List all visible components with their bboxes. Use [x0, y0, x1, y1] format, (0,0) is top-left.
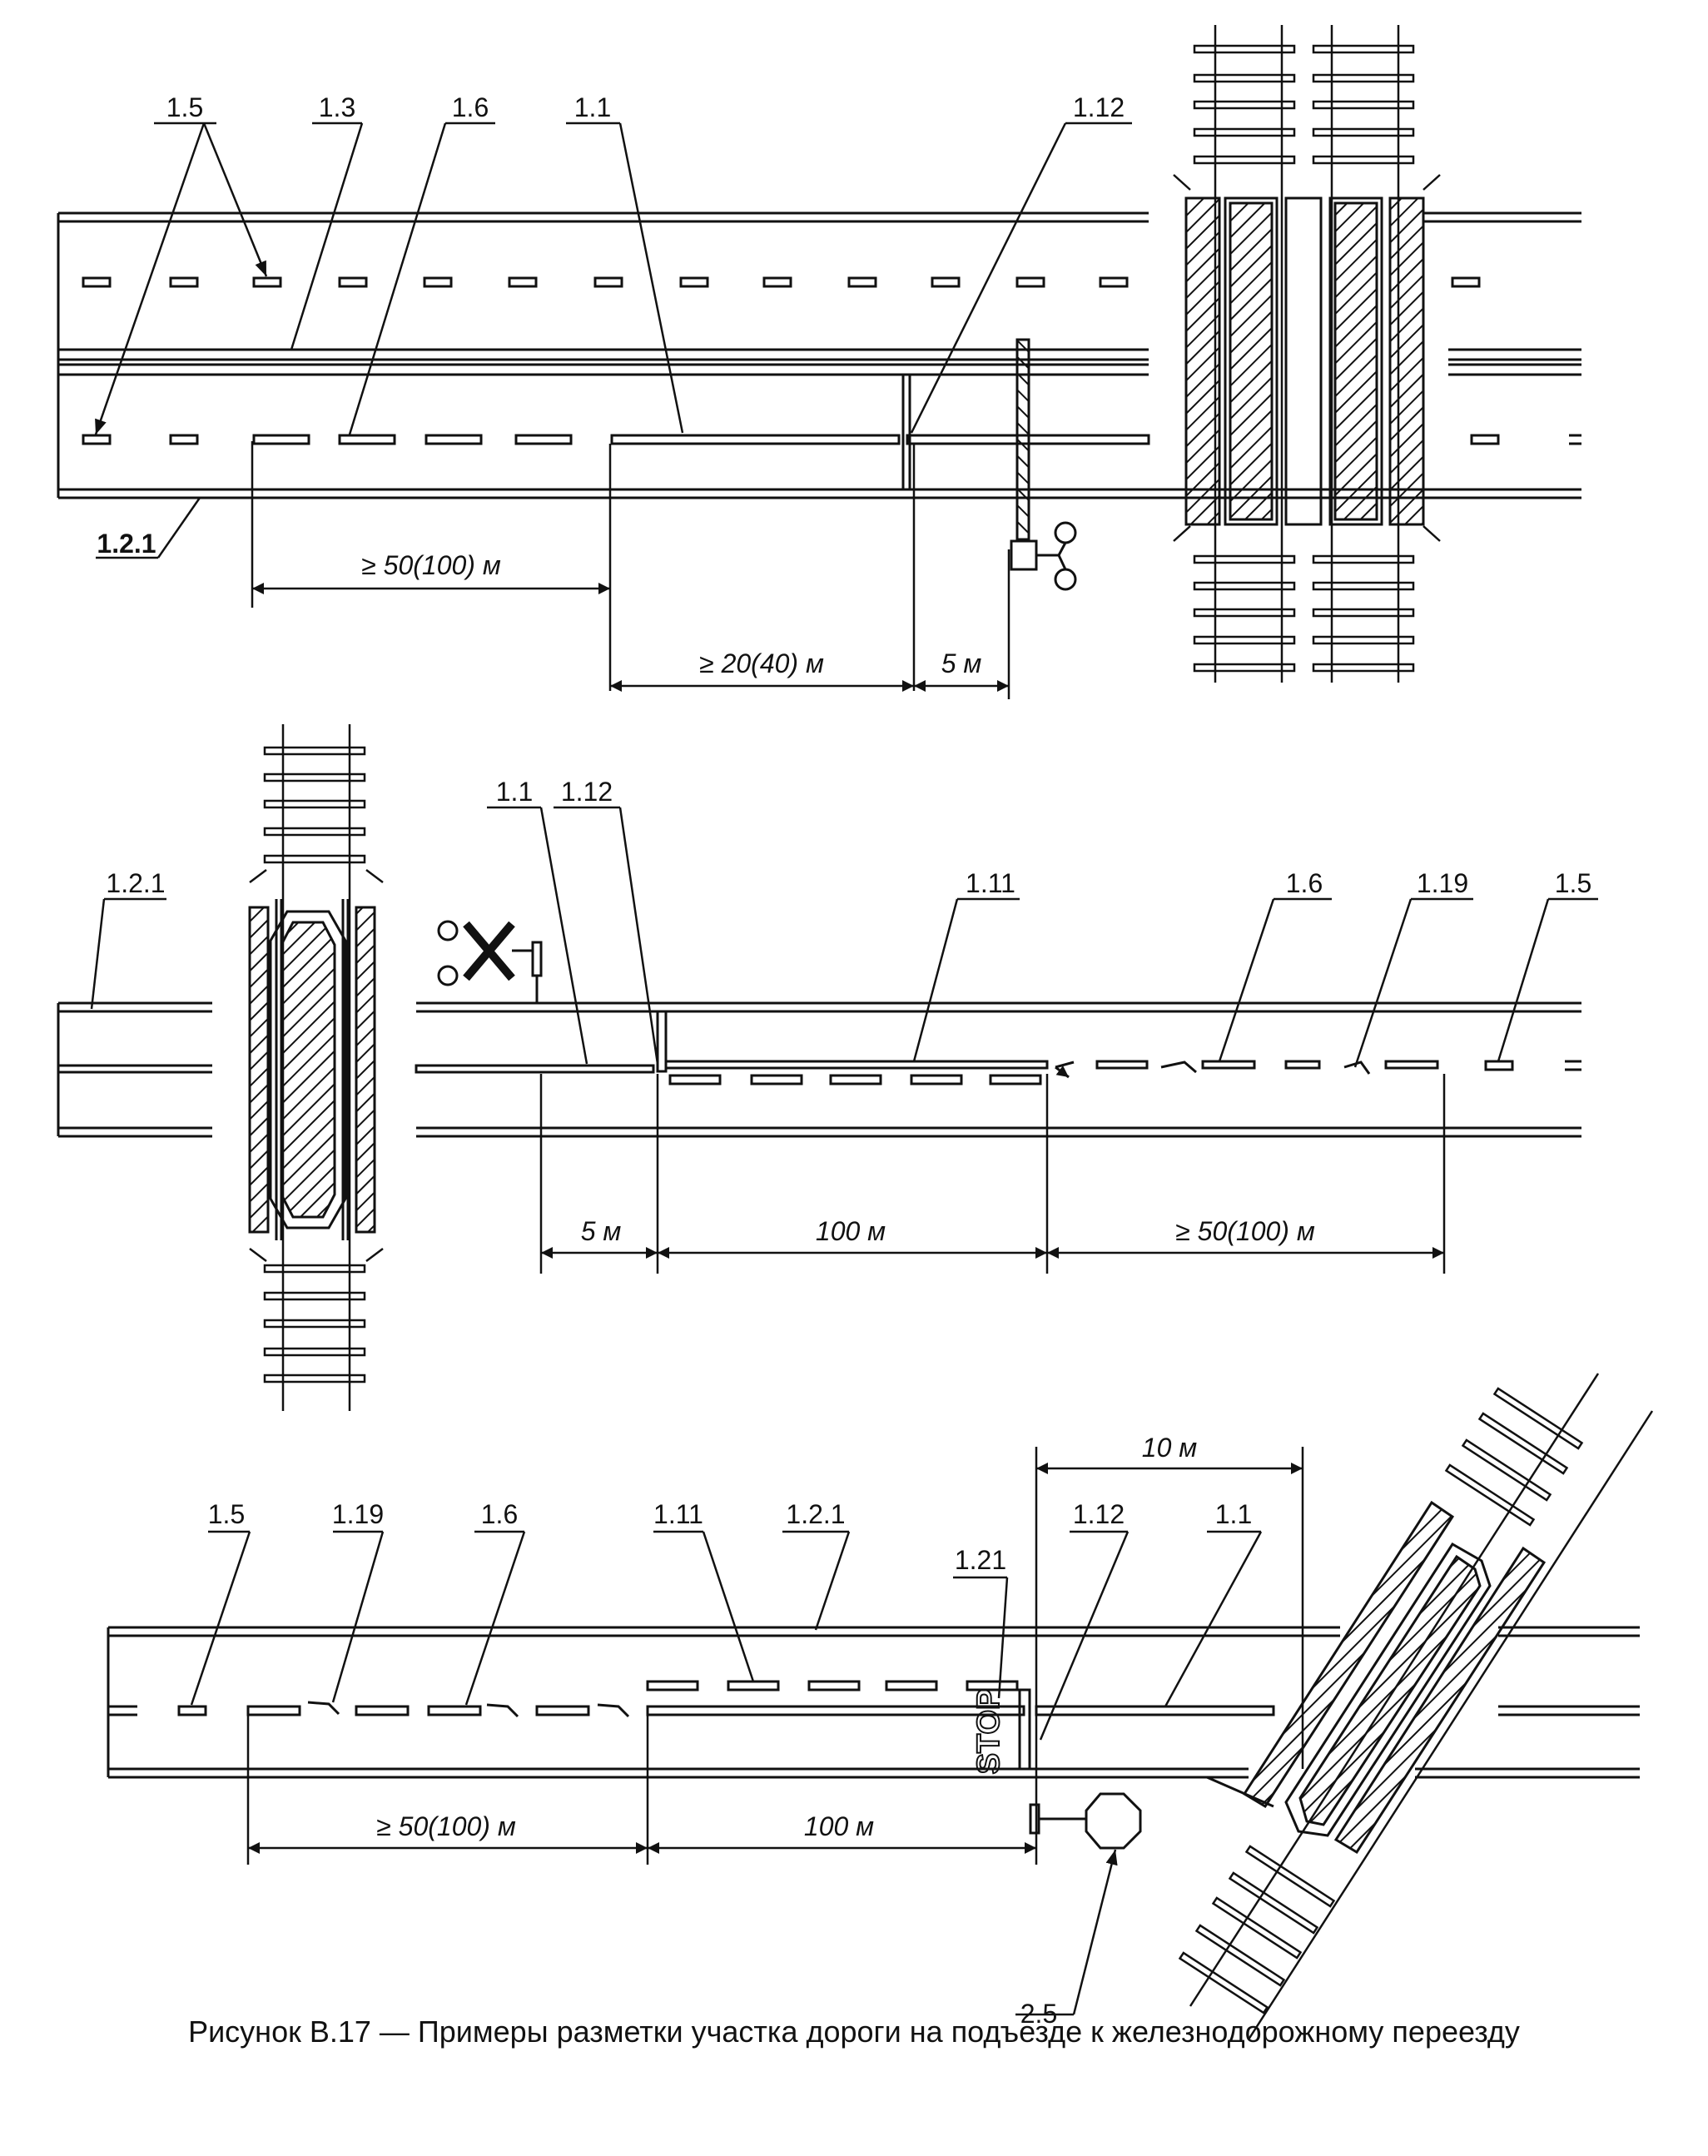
- label-1-19: 1.19: [332, 1499, 384, 1529]
- rail-track-icon: [1178, 1373, 1654, 2040]
- label-1-21: 1.21: [955, 1545, 1006, 1575]
- upper-lane-dashes: [82, 276, 1481, 288]
- label-1-1: 1.1: [1215, 1499, 1252, 1529]
- crossing-sign-icon: [437, 920, 543, 1003]
- dim-20-40: ≥ 20(40) м: [699, 648, 824, 678]
- barrier-gate-icon: [1010, 338, 1077, 591]
- dim-100m: 100 м: [804, 1811, 874, 1841]
- road-edges: [57, 211, 1581, 499]
- dim-100m: 100 м: [816, 1216, 886, 1246]
- label-1-12: 1.12: [1073, 92, 1125, 122]
- label-1-6: 1.6: [1286, 868, 1323, 898]
- center-markings-2: [415, 1010, 1581, 1084]
- dim-5m: 5 м: [581, 1216, 622, 1246]
- label-2-5: 2.5: [1020, 1999, 1057, 2029]
- diagram-3-text: 10 м 1.5 1.19 1.6 1.11 1.2.1 1.21 1.12 1…: [208, 1433, 1252, 2029]
- dim-50-100: ≥ 50(100) м: [1175, 1216, 1315, 1246]
- rail-track-icon: [1173, 25, 1441, 683]
- stop-sign-icon: [1029, 1792, 1142, 1850]
- label-1-2-1: 1.2.1: [106, 868, 165, 898]
- label-1-12: 1.12: [561, 777, 613, 807]
- label-1-11: 1.11: [653, 1499, 703, 1529]
- label-1-2-1: 1.2.1: [97, 529, 156, 559]
- rail-crossing-hatched-3: [1242, 1500, 1547, 1855]
- road-edges-3: [107, 1626, 1640, 1808]
- label-1-5: 1.5: [208, 1499, 245, 1529]
- label-1-5: 1.5: [1555, 868, 1591, 898]
- diagram-2-text: 1.2.1 1.1 1.12 1.11 1.6 1.19 1.5 5 м 100…: [106, 777, 1591, 1246]
- dim-50-100: ≥ 50(100) м: [361, 550, 501, 580]
- dim-50-100: ≥ 50(100) м: [376, 1811, 516, 1841]
- diagram-2: [57, 724, 1598, 1411]
- label-1-12: 1.12: [1073, 1499, 1125, 1529]
- figure-caption: Рисунок В.17 — Примеры разметки участка …: [188, 2014, 1520, 2049]
- diagram-3: STOP: [107, 1373, 1654, 2040]
- dimension-lines-2: [539, 1074, 1446, 1274]
- lower-lane-markings: [82, 375, 1581, 489]
- diagram-1: [57, 25, 1581, 699]
- label-1-1: 1.1: [496, 777, 533, 807]
- stop-word-text: STOP: [971, 1689, 1006, 1775]
- leader-lines-3: [190, 1530, 1263, 2016]
- rail-crossing-hatched-2: [248, 899, 376, 1240]
- label-1-5: 1.5: [166, 92, 203, 122]
- label-1-19: 1.19: [1417, 868, 1468, 898]
- stop-word-marking-icon: STOP: [971, 1688, 1007, 1776]
- dimension-lines: [251, 441, 1010, 699]
- dim-5m: 5 м: [941, 648, 982, 678]
- marking-1-3-double-line: [58, 348, 1581, 376]
- label-1-3: 1.3: [319, 92, 355, 122]
- dimension-lines-3: [246, 1447, 1304, 1865]
- diagram-1-text: 1.5 1.3 1.6 1.1 1.12 1.2.1 ≥ 50(100) м ≥…: [97, 92, 1125, 678]
- label-1-11: 1.11: [966, 868, 1015, 898]
- center-markings-3: [108, 1680, 1275, 1771]
- road-edges-2: [57, 1001, 1581, 1138]
- label-1-1: 1.1: [574, 92, 611, 122]
- leader-lines: [94, 122, 1132, 559]
- leader-lines-2: [90, 806, 1598, 1068]
- label-1-6: 1.6: [452, 92, 489, 122]
- rail-track-icon: [249, 724, 384, 1411]
- label-1-6: 1.6: [481, 1499, 518, 1529]
- label-1-2-1: 1.2.1: [786, 1499, 845, 1529]
- dim-10m: 10 м: [1142, 1433, 1197, 1463]
- rail-crossing-hatched: [1184, 196, 1425, 526]
